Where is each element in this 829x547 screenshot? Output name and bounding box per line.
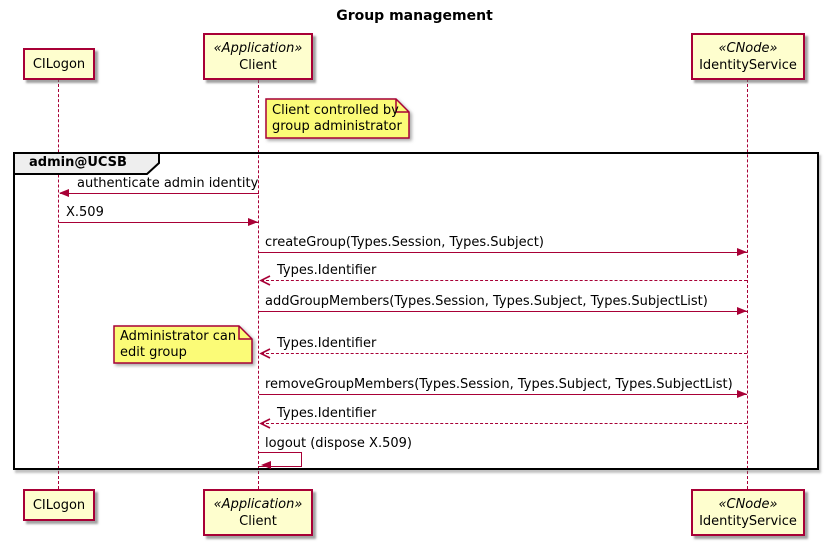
frame-label: admin@UCSB: [29, 155, 127, 170]
open-arrowhead-left-icon: [259, 418, 271, 429]
message-line-dashed: [261, 280, 747, 281]
note: [113, 325, 253, 364]
lifeline-client: [258, 80, 259, 489]
note-text: Client controlled by group administrator: [272, 103, 402, 134]
message-label: logout (dispose X.509): [265, 436, 412, 451]
message-line-dashed: [261, 353, 747, 354]
participant-cilogon-top: CILogon: [23, 48, 95, 80]
participant-name: IdentityService: [699, 513, 797, 529]
arrowhead-right-icon: [737, 389, 747, 398]
message-line-dashed: [261, 423, 747, 424]
message-label: Types.Identifier: [277, 263, 377, 278]
message-label: removeGroupMembers(Types.Session, Types.…: [265, 377, 733, 392]
message-label: X.509: [66, 205, 104, 220]
message-line: [59, 222, 258, 223]
participant-client-bottom: «Application» Client: [203, 489, 313, 536]
lifeline-identityservice: [747, 79, 748, 489]
participant-client-top: «Application» Client: [203, 33, 313, 80]
open-arrowhead-left-icon: [259, 348, 271, 359]
participant-name: CILogon: [32, 497, 86, 513]
participant-name: IdentityService: [699, 57, 797, 73]
participant-stereotype: «CNode»: [718, 496, 778, 512]
note: [265, 98, 410, 139]
open-arrowhead-left-icon: [259, 275, 271, 286]
participant-name: Client: [239, 57, 277, 73]
frame-admin-ucsb: [13, 152, 819, 470]
participant-identityservice-bottom: «CNode» IdentityService: [691, 489, 805, 536]
arrowhead-right-icon: [248, 217, 258, 226]
arrowhead-left-icon: [261, 460, 271, 469]
message-line: [259, 394, 747, 395]
arrowhead-right-icon: [737, 247, 747, 256]
diagram-title: Group management: [336, 8, 493, 24]
participant-stereotype: «CNode»: [718, 40, 778, 56]
arrowhead-left-icon: [59, 188, 69, 197]
participant-stereotype: «Application»: [213, 40, 303, 56]
participant-cilogon-bottom: CILogon: [23, 489, 95, 521]
participant-name: CILogon: [32, 56, 86, 72]
participant-stereotype: «Application»: [213, 496, 303, 512]
message-line: [60, 193, 259, 194]
message-line: [259, 311, 747, 312]
lifeline-cilogon: [58, 79, 59, 489]
message-label: createGroup(Types.Session, Types.Subject…: [265, 235, 544, 250]
message-label: Types.Identifier: [277, 406, 377, 421]
message-label: Types.Identifier: [277, 336, 377, 351]
frame-label-shape: [13, 152, 160, 175]
arrowhead-right-icon: [737, 306, 747, 315]
message-label: addGroupMembers(Types.Session, Types.Sub…: [265, 294, 708, 309]
participant-identityservice-top: «CNode» IdentityService: [691, 33, 805, 80]
message-label: authenticate admin identity: [77, 176, 259, 191]
self-message-loop: [259, 452, 302, 467]
note-text: Administrator can edit group: [120, 329, 237, 360]
message-line: [259, 252, 747, 253]
participant-name: Client: [239, 513, 277, 529]
